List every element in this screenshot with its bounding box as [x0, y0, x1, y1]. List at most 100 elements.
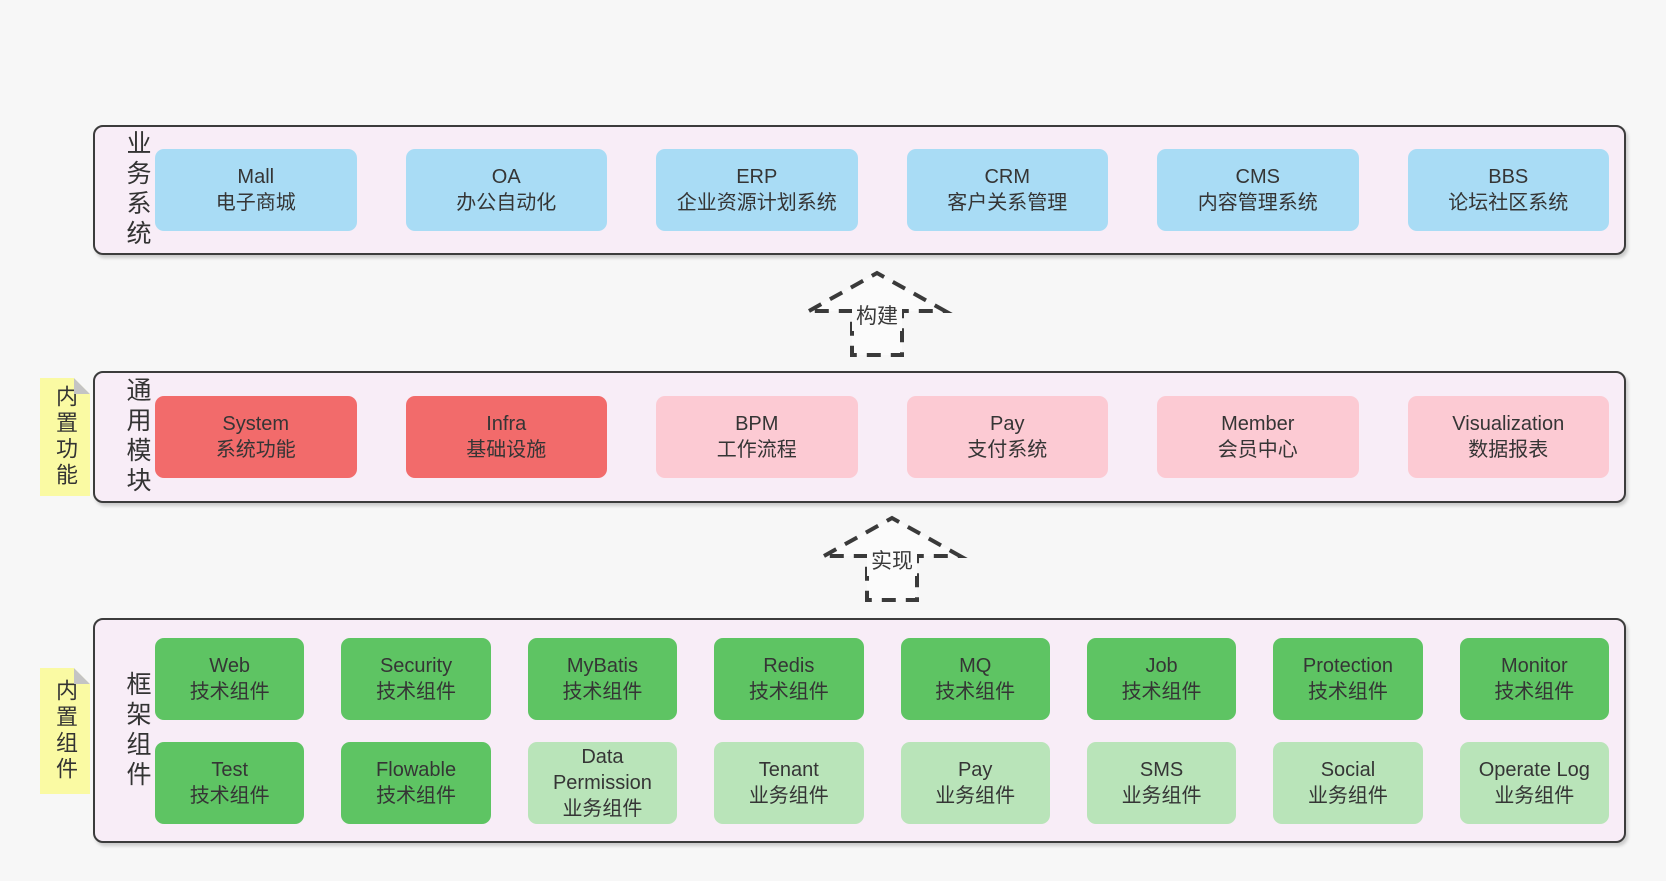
module-box-desc: 技术组件 [376, 680, 457, 703]
module-box-desc: 技术组件 [1121, 680, 1202, 703]
module-box-name: MQ [959, 654, 992, 677]
module-box-test: Test 技术组件 [155, 741, 305, 824]
module-box-name: BPM [735, 413, 779, 435]
module-box-name: CMS [1235, 166, 1280, 188]
module-box-mybatis: MyBatis 技术组件 [527, 637, 678, 720]
module-box-pay: Pay 支付系统 [906, 396, 1108, 478]
module-box-crm: CRM 客户关系管理 [906, 149, 1108, 231]
sticky-tag-label: 内置功能 [53, 385, 78, 489]
module-box-pay: Pay 业务组件 [900, 741, 1050, 824]
module-box-name: Pay [957, 758, 993, 781]
module-box-desc: 业务组件 [1307, 784, 1388, 807]
sticky-tag-builtin-components: 内置组件 [40, 668, 90, 794]
sticky-tag-label: 内置组件 [53, 679, 78, 783]
module-box-desc: 支付系统 [967, 439, 1048, 461]
module-box-desc: 业务组件 [1121, 784, 1202, 807]
module-box-data-permission: Data Permission 业务组件 [527, 741, 678, 824]
module-box-desc: 业务组件 [562, 797, 643, 820]
sticky-tag-builtin-features: 内置功能 [40, 378, 90, 496]
layer-label-framework-components: 框架组件 [123, 670, 151, 791]
module-box-social: Social 业务组件 [1273, 741, 1423, 824]
module-box-name: Operate Log [1478, 758, 1590, 781]
layer-business-systems: 业务系统 Mall 电子商城 OA 办公自动化 ERP 企业资源计划系统 CRM 客户关系管理… [93, 125, 1626, 255]
module-box-desc: 技术组件 [935, 680, 1016, 703]
module-box-tenant: Tenant 业务组件 [714, 741, 864, 824]
module-box-monitor: Monitor 技术组件 [1459, 637, 1609, 720]
module-box-name: ERP [736, 166, 778, 188]
layer-label-business-systems: 业务系统 [123, 130, 151, 250]
module-box-oa: OA 办公自动化 [405, 149, 607, 231]
module-box-desc: 办公自动化 [456, 192, 557, 214]
module-box-cms: CMS 内容管理系统 [1157, 149, 1359, 231]
module-box-desc: 业务组件 [935, 784, 1016, 807]
module-box-name: SMS [1139, 758, 1184, 781]
module-box-name: Monitor [1500, 654, 1568, 677]
arrow-implement-label: 实现 [867, 544, 917, 576]
module-box-name: MyBatis [566, 654, 638, 677]
module-box-desc: 业务组件 [1494, 784, 1575, 807]
module-box-sms: SMS 业务组件 [1086, 741, 1237, 824]
module-box-name: Infra [486, 413, 527, 435]
module-box-name: System [222, 413, 290, 435]
module-box-name: Web [209, 654, 251, 677]
module-box-desc: 技术组件 [189, 680, 270, 703]
module-box-web: Web 技术组件 [155, 637, 305, 720]
module-box-name: Protection [1302, 654, 1393, 677]
module-box-name: Pay [990, 413, 1025, 435]
module-box-desc: 技术组件 [562, 680, 643, 703]
module-box-desc: 技术组件 [189, 784, 270, 807]
module-box-job: Job 技术组件 [1086, 637, 1237, 720]
module-box-name: BBS [1488, 166, 1529, 188]
module-box-desc: 技术组件 [376, 784, 457, 807]
module-box-name: Flowable [376, 758, 457, 781]
module-box-name: Tenant [758, 758, 819, 781]
module-box-mq: MQ 技术组件 [900, 637, 1050, 720]
module-box-mall: Mall 电子商城 [155, 149, 357, 231]
module-box-desc: 业务组件 [748, 784, 829, 807]
arrow-build: 构建 [801, 270, 953, 358]
box-row: Mall 电子商城 OA 办公自动化 ERP 企业资源计划系统 CRM 客户关系管理 CMS 内容… [155, 149, 1609, 231]
module-box-erp: ERP 企业资源计划系统 [656, 149, 858, 231]
module-box-name: Visualization [1452, 413, 1565, 435]
module-box-flowable: Flowable 技术组件 [341, 741, 491, 824]
module-box-desc: 会员中心 [1217, 439, 1298, 461]
module-box-name: Test [211, 758, 249, 781]
module-box-name: Mall [237, 166, 275, 188]
module-box-name: Job [1145, 654, 1178, 677]
module-box-name: Redis [763, 654, 815, 677]
module-box-name: OA [491, 166, 521, 188]
module-box-operate-log: Operate Log 业务组件 [1459, 741, 1609, 824]
module-box-name: Social [1320, 758, 1376, 781]
module-box-protection: Protection 技术组件 [1273, 637, 1423, 720]
module-box-member: Member 会员中心 [1157, 396, 1359, 478]
module-box-bbs: BBS 论坛社区系统 [1407, 149, 1609, 231]
module-box-visualization: Visualization 数据报表 [1407, 396, 1609, 478]
module-box-desc: 电子商城 [215, 192, 296, 214]
module-box-name: CRM [984, 166, 1031, 188]
arrow-build-label: 构建 [852, 299, 902, 331]
module-box-name: Member [1221, 413, 1295, 435]
arrow-implement: 实现 [816, 515, 968, 603]
layer-label-common-modules: 通用模块 [123, 377, 151, 497]
module-box-desc: 技术组件 [1307, 680, 1388, 703]
module-box-desc: 企业资源计划系统 [676, 192, 837, 214]
module-box-desc: 技术组件 [748, 680, 829, 703]
module-box-redis: Redis 技术组件 [714, 637, 864, 720]
module-box-desc: 技术组件 [1494, 680, 1575, 703]
module-box-desc: 内容管理系统 [1197, 192, 1318, 214]
module-box-desc: 数据报表 [1468, 439, 1549, 461]
module-box-desc: 论坛社区系统 [1448, 192, 1569, 214]
module-box-desc: 客户关系管理 [947, 192, 1068, 214]
module-box-name: Data Permission [552, 745, 652, 794]
